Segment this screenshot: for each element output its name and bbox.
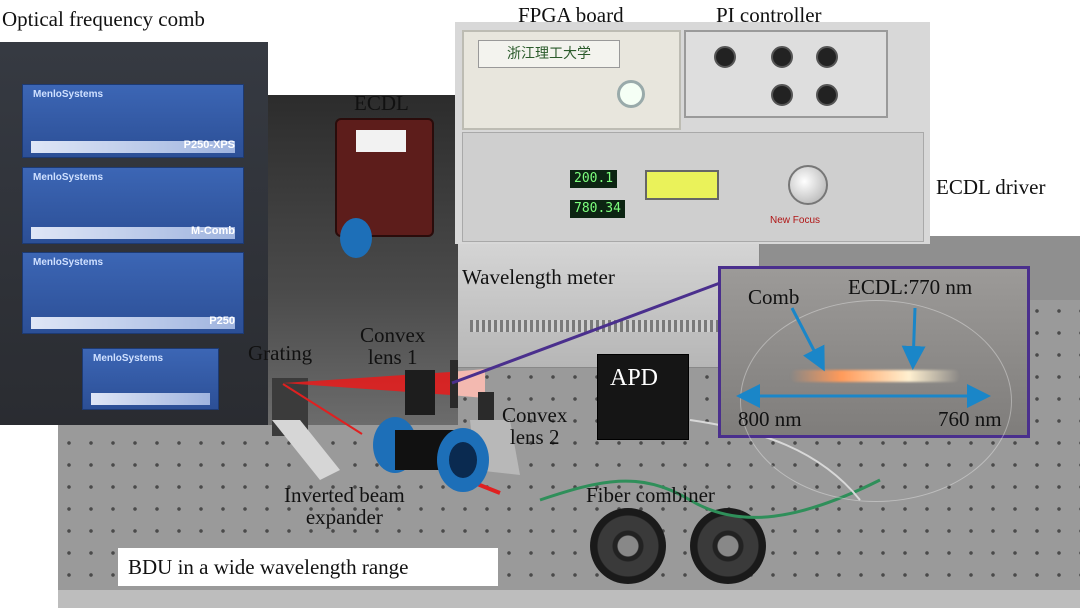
ecdl-sticker bbox=[356, 130, 406, 152]
knob-icon bbox=[714, 46, 736, 68]
comb-spectrum-strip bbox=[31, 317, 235, 329]
fiber-reel bbox=[590, 508, 666, 584]
comb-spectrum-strip bbox=[31, 227, 235, 239]
label-grating: Grating bbox=[248, 341, 313, 365]
inset-light-streak bbox=[790, 370, 960, 382]
driver-wavelength-knob bbox=[788, 165, 828, 205]
convex-lens-1 bbox=[450, 360, 458, 408]
fiber-reel bbox=[690, 508, 766, 584]
label-apd: APD bbox=[610, 365, 659, 391]
optical-table-edge bbox=[58, 590, 1080, 608]
knob-icon bbox=[816, 46, 838, 68]
comb-spectrum-strip bbox=[91, 393, 210, 405]
ecdl-arrow bbox=[901, 307, 926, 370]
comb-unit-4: MenloSystems bbox=[82, 348, 219, 410]
label-convex-lens-2: Convex lens 2 bbox=[502, 403, 568, 449]
knob-icon bbox=[771, 84, 793, 106]
comb-unit-3: MenloSystems P250 bbox=[22, 252, 244, 334]
label-bdu-caption: BDU in a wide wavelength range bbox=[128, 555, 409, 579]
comb-spectrum-strip bbox=[31, 141, 235, 153]
label-fpga-board: FPGA board bbox=[518, 3, 624, 27]
knob-icon bbox=[816, 84, 838, 106]
knob-icon bbox=[771, 46, 793, 68]
inset-label-760nm: 760 nm bbox=[938, 407, 1002, 431]
comb-unit-2: MenloSystems M-Comb bbox=[22, 167, 244, 244]
ecdl-collimator bbox=[340, 218, 372, 258]
comb-brand-text: MenloSystems bbox=[33, 257, 104, 268]
pink-beam bbox=[450, 369, 485, 398]
inset-label-800nm: 800 nm bbox=[738, 407, 802, 431]
comb-unit-name: P250-XPS bbox=[183, 139, 235, 151]
inset-label-comb: Comb bbox=[748, 285, 800, 309]
fpga-logo-text: 浙江理工大学 bbox=[507, 46, 591, 62]
label-convex-lens-1: Convex lens 1 bbox=[360, 323, 426, 369]
inverted-beam-expander bbox=[373, 417, 489, 492]
label-fiber-combiner: Fiber combiner bbox=[586, 483, 715, 507]
comb-rack-photo: MenloSystems P250-XPS MenloSystems M-Com… bbox=[0, 42, 268, 425]
driver-brand-text: New Focus bbox=[770, 215, 821, 226]
comb-unit-name: M-Comb bbox=[191, 225, 235, 237]
label-ecdl-driver: ECDL driver bbox=[936, 175, 1046, 199]
label-wavelength-meter: Wavelength meter bbox=[462, 265, 615, 289]
fiber-combiner-device bbox=[580, 508, 780, 584]
inset-pointer-line bbox=[451, 281, 721, 385]
inset-label-ecdl-wavelength: ECDL:770 nm bbox=[848, 275, 973, 299]
pi-controller-panel bbox=[684, 30, 888, 118]
label-inverted-beam-expander: Inverted beam expander bbox=[284, 483, 405, 529]
comb-brand-text: MenloSystems bbox=[33, 89, 104, 100]
comb-brand-text: MenloSystems bbox=[93, 353, 164, 364]
driver-lcd-1: 200.1 bbox=[570, 170, 618, 188]
label-optical-frequency-comb: Optical frequency comb bbox=[2, 7, 205, 31]
red-beam-diffracted bbox=[282, 383, 363, 435]
driver-yellow-display bbox=[645, 170, 719, 200]
fpga-university-logo: 浙江理工大学 bbox=[478, 40, 620, 68]
label-pi-controller: PI controller bbox=[716, 3, 822, 27]
apd-device bbox=[597, 354, 689, 440]
fiber-cable bbox=[539, 478, 881, 519]
comb-unit-1: MenloSystems P250-XPS bbox=[22, 84, 244, 158]
comb-arrow bbox=[790, 307, 825, 372]
label-ecdl: ECDL bbox=[354, 91, 409, 115]
bdu-caption-box bbox=[118, 548, 498, 586]
comb-unit-name: P250 bbox=[209, 315, 235, 327]
driver-lcd-2: 780.34 bbox=[570, 200, 625, 218]
fpga-power-button bbox=[617, 80, 645, 108]
comb-brand-text: MenloSystems bbox=[33, 172, 104, 183]
